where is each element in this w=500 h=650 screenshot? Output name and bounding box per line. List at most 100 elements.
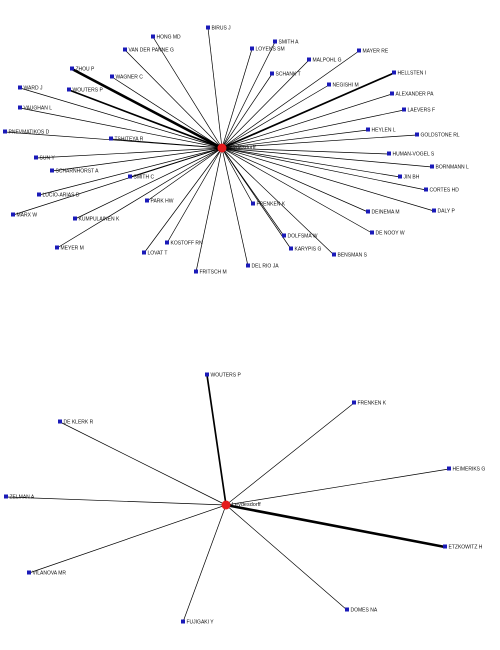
edge [221, 147, 335, 256]
node-label: LUCIO-ARIAS D [43, 193, 80, 199]
node-marker [246, 263, 250, 268]
node-label: LOYENS SM [256, 47, 285, 53]
edge [74, 147, 223, 220]
edge [19, 87, 223, 149]
edge [221, 84, 330, 149]
node-label: ZHOU P [76, 67, 96, 73]
node-marker [73, 216, 77, 221]
node-marker [50, 168, 54, 173]
node-marker [345, 607, 349, 612]
edge [221, 147, 427, 191]
node-label: HONG MD [157, 35, 182, 41]
node-label: HUMAN-VOGEL S [393, 152, 435, 158]
node-label: MEYER M [61, 246, 84, 252]
node-marker [387, 151, 391, 156]
node-label: VAUGHAN L [24, 106, 53, 112]
edge [146, 147, 223, 202]
node-marker [415, 132, 419, 137]
node-label: FUJIGAKI Y [187, 620, 215, 626]
node-label: MAYER RE [363, 49, 389, 55]
edge [221, 72, 395, 149]
edge [221, 93, 393, 149]
node-marker [390, 91, 394, 96]
edge [182, 504, 227, 623]
node-label: WOUTERS P [211, 373, 242, 379]
node-label: MARX W [17, 213, 38, 219]
node-label: SMITH A [279, 40, 300, 46]
center-label: Leydesdorff [232, 502, 261, 508]
node-label: BORNMANN L [436, 165, 470, 171]
node-label: KARYPIS G [295, 247, 322, 253]
node-label: ZELMAN A [10, 495, 35, 501]
node-marker [366, 209, 370, 214]
node-label: PARK HW [151, 199, 174, 205]
node-label: DOMES NA [351, 608, 378, 614]
node-marker [142, 250, 146, 255]
edge [207, 27, 223, 149]
node-label: DE KLERK R [64, 420, 94, 426]
edge [5, 496, 227, 506]
node-label: JIN BH [404, 175, 420, 181]
node-marker [34, 155, 38, 160]
node-marker [58, 419, 62, 424]
edge [221, 147, 254, 205]
node-label: KUMPULAINEN K [79, 217, 121, 223]
node-marker [55, 245, 59, 250]
node-marker [332, 252, 336, 257]
node-marker [27, 570, 31, 575]
node-label: VAN DER PANNE G [129, 48, 174, 54]
node-label: FRENKEN K [358, 401, 387, 407]
edge [221, 147, 435, 212]
node-label: ETZKOWITZ H [449, 545, 483, 551]
edge [221, 147, 249, 267]
edge [221, 147, 369, 213]
node-marker [392, 70, 396, 75]
edge [225, 468, 450, 506]
node-label: MALPOHL G [313, 58, 342, 64]
edge [221, 147, 433, 168]
node-label: VILANOVA MR [33, 571, 67, 577]
edge [152, 36, 223, 149]
node-label: PNEVMATIKOS D [9, 130, 50, 136]
node-label: WAGNER C [116, 75, 144, 81]
node-marker [110, 74, 114, 79]
edge [71, 67, 223, 150]
node-label: DOLFSMA W [288, 234, 318, 240]
node-label: SMITH C [134, 175, 155, 181]
node-label: DEINEMA M [372, 210, 400, 216]
node-marker [307, 57, 311, 62]
node-marker [352, 400, 356, 405]
edge [28, 504, 227, 574]
node-marker [145, 198, 149, 203]
node-marker [398, 174, 402, 179]
edge [206, 374, 227, 506]
node-marker [251, 201, 255, 206]
edge [19, 107, 223, 149]
edge [221, 41, 276, 149]
edge [221, 147, 401, 178]
node-label: BIRUS J [212, 26, 232, 32]
node-label: DE NOOY W [376, 231, 405, 237]
edge [221, 73, 273, 149]
node-label: WARD J [24, 86, 43, 92]
edge [221, 109, 405, 149]
edge [166, 147, 223, 244]
edge [225, 503, 446, 549]
node-marker [3, 129, 7, 134]
node-marker [151, 34, 155, 39]
edge [221, 59, 310, 149]
node-label: CORTES HD [430, 188, 460, 194]
node-label: DALY P [438, 209, 456, 215]
edge [38, 147, 223, 196]
node-label: KOSTOFF RN [171, 241, 204, 247]
node-marker [18, 85, 22, 90]
edge [111, 76, 223, 149]
node-label: HEYLEN L [372, 128, 396, 134]
node-marker [270, 71, 274, 76]
node-label: GOLDSTONE RL [421, 133, 460, 139]
node-marker [205, 372, 209, 377]
node-label: ALEXANDER PA [396, 92, 435, 98]
edge [221, 134, 418, 149]
